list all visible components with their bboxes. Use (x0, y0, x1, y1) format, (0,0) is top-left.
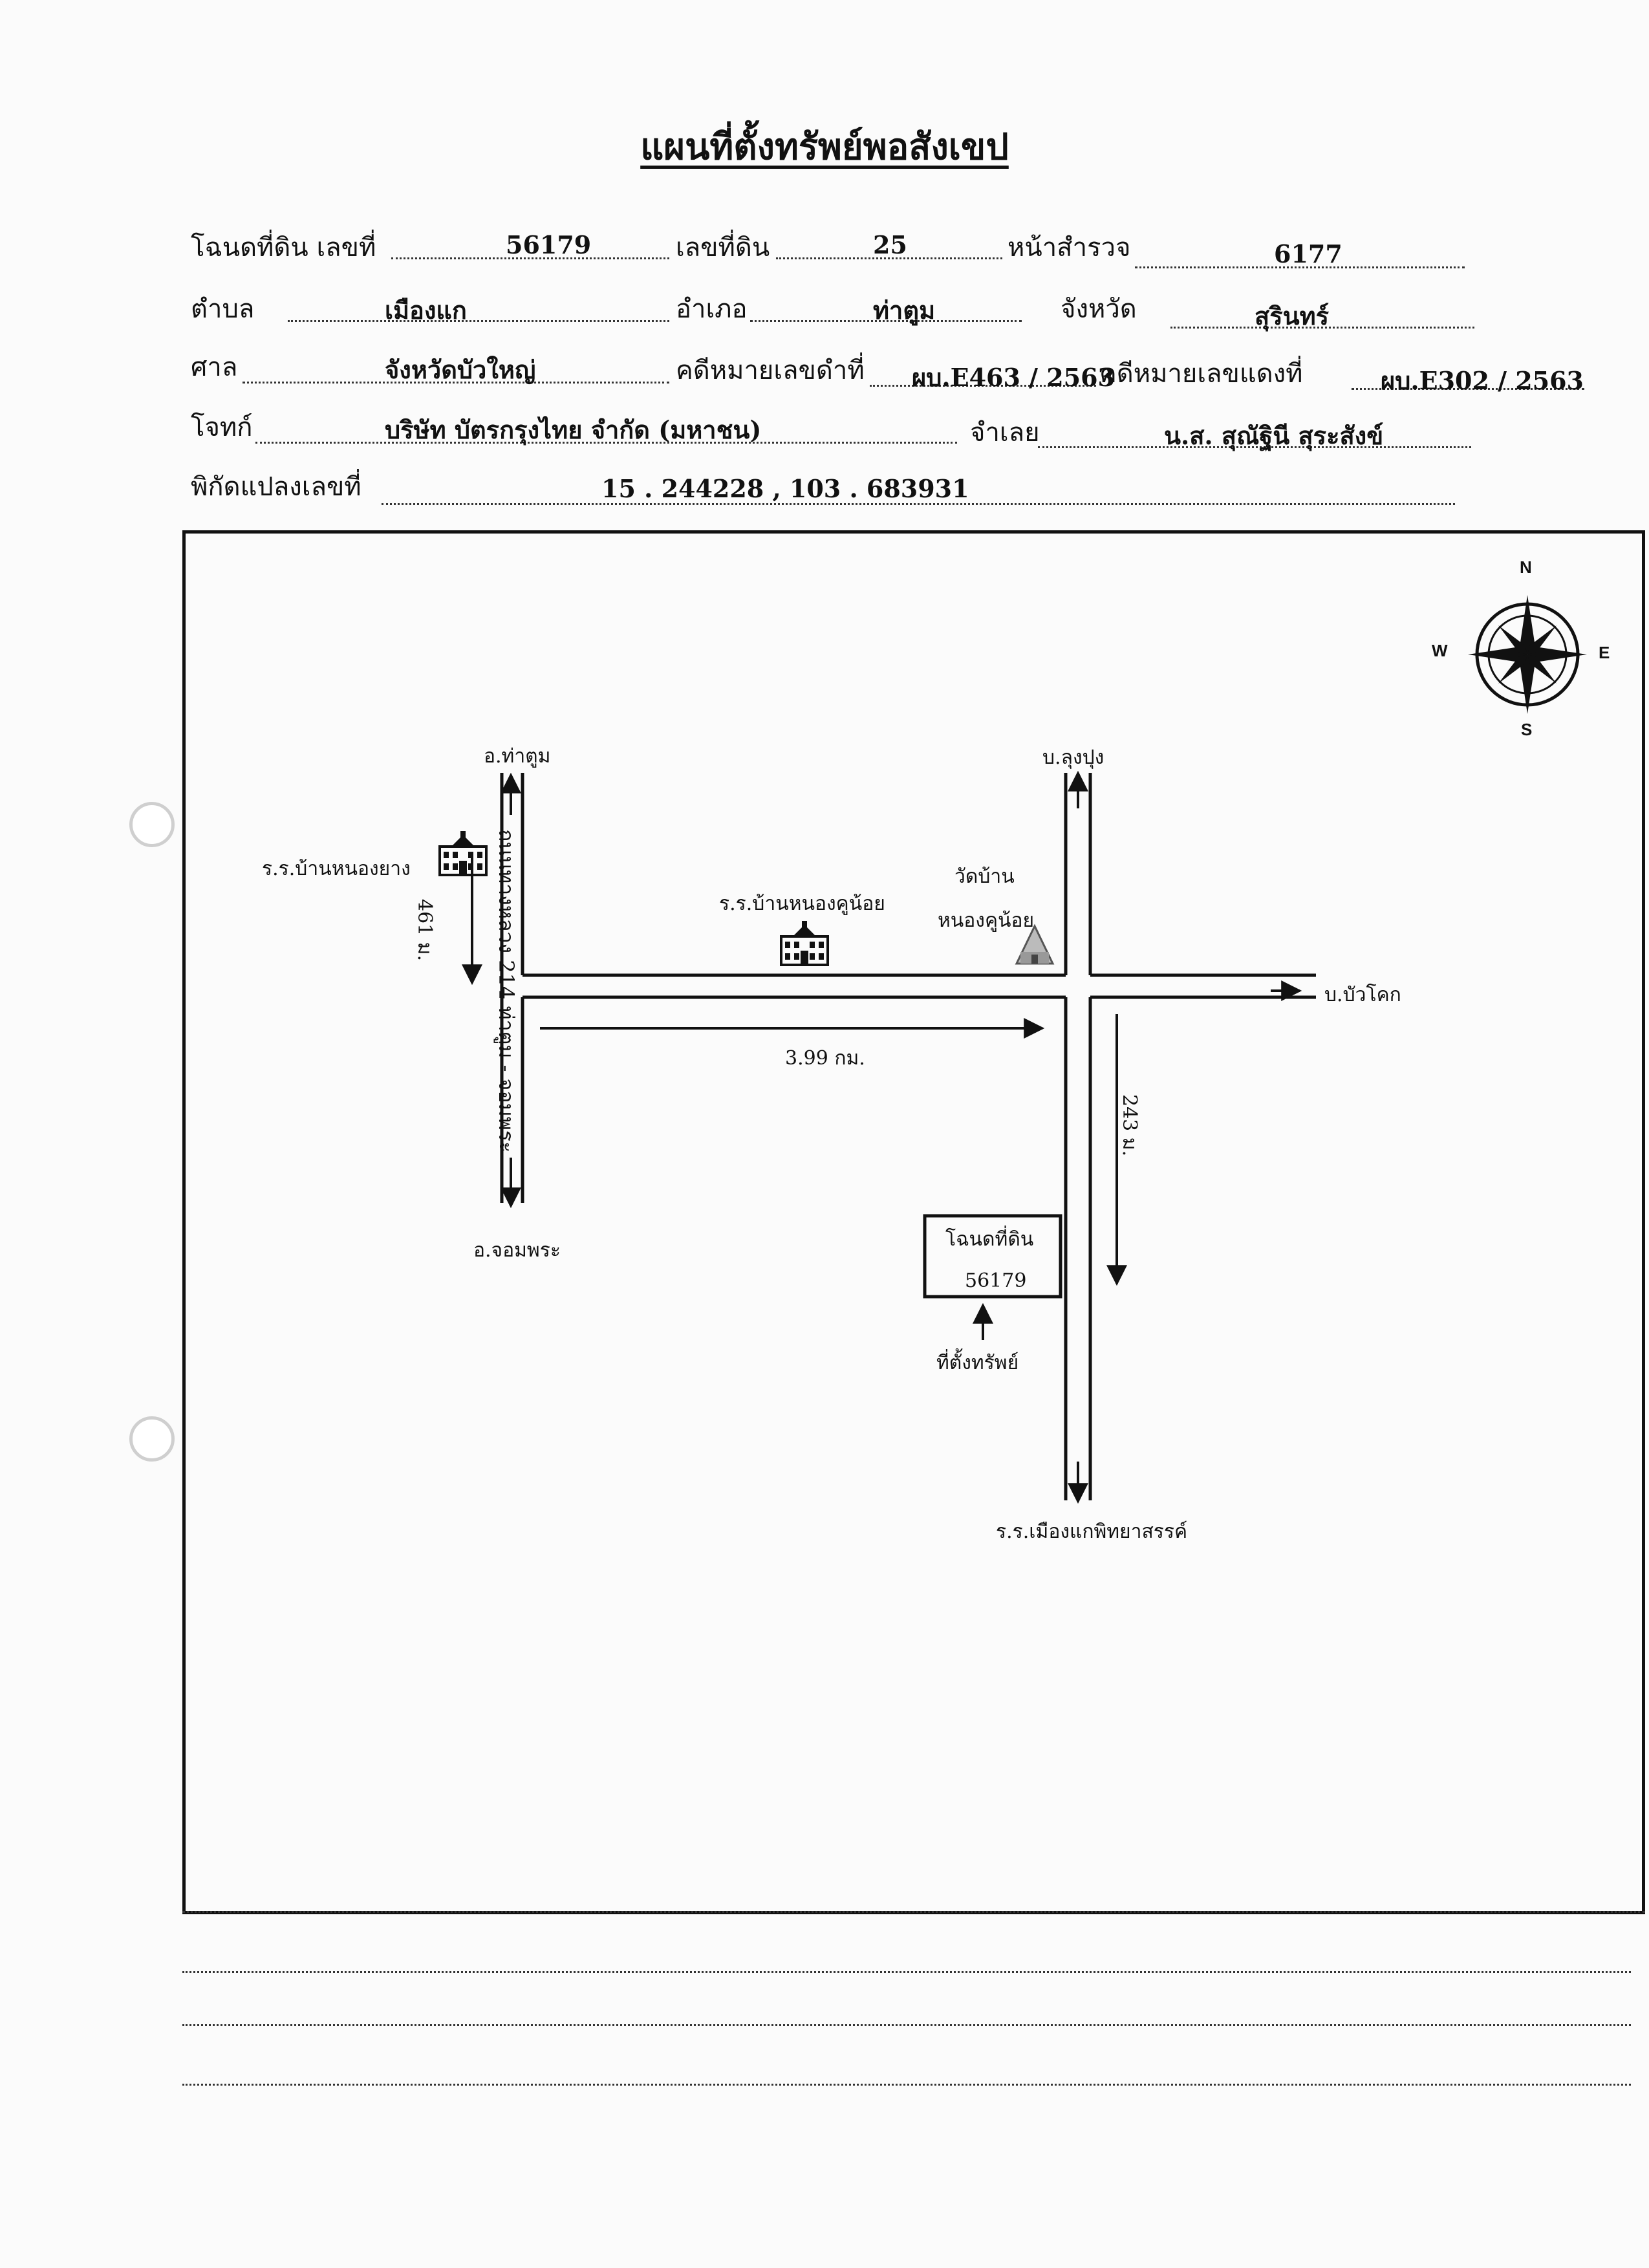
school-icon (438, 831, 488, 876)
compass-south: S (1521, 720, 1533, 739)
coords-dots (382, 503, 1455, 505)
label-temple-line1: วัดบ้าน (954, 865, 1015, 888)
province-label: จังหวัด (1061, 294, 1137, 324)
plaintiff-dots (255, 442, 957, 444)
label-dist-461: 461 ม. (413, 899, 436, 962)
province-value: สุรินทร์ (1255, 301, 1330, 330)
black-case-label: คดีหมายเลขดำที่ (676, 356, 865, 385)
note-line-2 (182, 1971, 1631, 1973)
label-to-buakok: บ.บัวโคก (1324, 984, 1401, 1006)
school-icon (780, 921, 829, 966)
court-label: ศาล (191, 352, 238, 382)
district-dots (750, 320, 1022, 322)
province-dots (1170, 327, 1474, 329)
plaintiff-label: โจทก์ (191, 413, 253, 442)
label-highway: ถนนทางหลวง 214 ท่าตูม - จอมพระ (494, 829, 519, 1153)
compass-west: W (1432, 641, 1448, 660)
deed-number: 56179 (506, 230, 592, 259)
plaintiff-value: บริษัท บัตรกรุงไทย จำกัด (มหาชน) (385, 415, 762, 444)
black-case-value: ผบ.E463 / 2563 (912, 363, 1116, 392)
deed-box-line1: โฉนดที่ดิน (945, 1228, 1034, 1251)
label-school-muangkae: ร.ร.เมืองแกพิทยาสรรค์ (996, 1520, 1188, 1543)
label-to-tatum: อ.ท่าตูม (484, 745, 551, 768)
label-to-chomphra: อ.จอมพระ (473, 1239, 561, 1262)
label-temple-line2: หนองคูน้อย (938, 909, 1035, 932)
survey-label: หน้าสำรวจ (1008, 233, 1131, 263)
deed-dots (391, 257, 669, 259)
red-case-label: คดีหมายเลขแดงที่ (1099, 359, 1303, 389)
court-dots (242, 382, 669, 383)
survey-dots (1135, 266, 1465, 268)
subdistrict-label: ตำบล (191, 294, 255, 324)
coords-value: 15 . 244228 , 103 . 683931 (601, 474, 969, 503)
punch-hole-bottom (129, 1416, 175, 1462)
land-number: 25 (873, 230, 907, 259)
note-line-3 (182, 2024, 1631, 2026)
temple-icon (1015, 923, 1055, 965)
label-school-nongkhunoi: ร.ร.บ้านหนองคูน้อย (719, 892, 885, 915)
survey-number: 6177 (1274, 239, 1342, 268)
district-label: อำเภอ (676, 294, 748, 324)
label-to-lungpung: บ.ลุงปุง (1042, 746, 1105, 769)
compass-north: N (1520, 557, 1532, 577)
defendant-label: จำเลย (970, 418, 1040, 448)
label-dist-243: 243 ม. (1118, 1094, 1141, 1157)
red-case-value: ผบ.E302 / 2563 (1381, 366, 1584, 395)
land-no-label: เลขที่ดิน (676, 233, 770, 263)
defendant-dots (1038, 446, 1471, 448)
defendant-value: น.ส. สุณัฐินี สุระสังข์ (1164, 421, 1384, 450)
red-case-dots (1352, 388, 1584, 390)
subdistrict-value: เมืองแก (385, 296, 467, 325)
compass-east: E (1599, 643, 1610, 662)
coords-label: พิกัดแปลงเลขที่ (191, 472, 361, 502)
label-school-nongyang: ร.ร.บ้านหนองยาง (262, 858, 411, 880)
label-dist-399: 3.99 กม. (785, 1047, 865, 1070)
label-property-location: ที่ตั้งทรัพย์ (936, 1352, 1019, 1374)
compass-rose-icon (1468, 595, 1587, 714)
land-no-dots (776, 257, 1002, 259)
page-title: แผนที่ตั้งทรัพย์พอสังเขป (640, 125, 1009, 168)
district-value: ท่าตูม (873, 296, 936, 325)
deed-box-line2: 56179 (965, 1269, 1027, 1292)
note-line-1 (182, 1911, 1645, 1913)
court-value: จังหวัดบัวใหญ่ (385, 355, 536, 384)
deed-box (923, 1214, 1062, 1299)
note-line-4 (182, 2084, 1631, 2086)
black-case-dots (870, 385, 1096, 387)
deed-label: โฉนดที่ดิน เลขที่ (191, 233, 376, 263)
punch-hole-top (129, 802, 175, 847)
subdistrict-dots (288, 320, 669, 322)
